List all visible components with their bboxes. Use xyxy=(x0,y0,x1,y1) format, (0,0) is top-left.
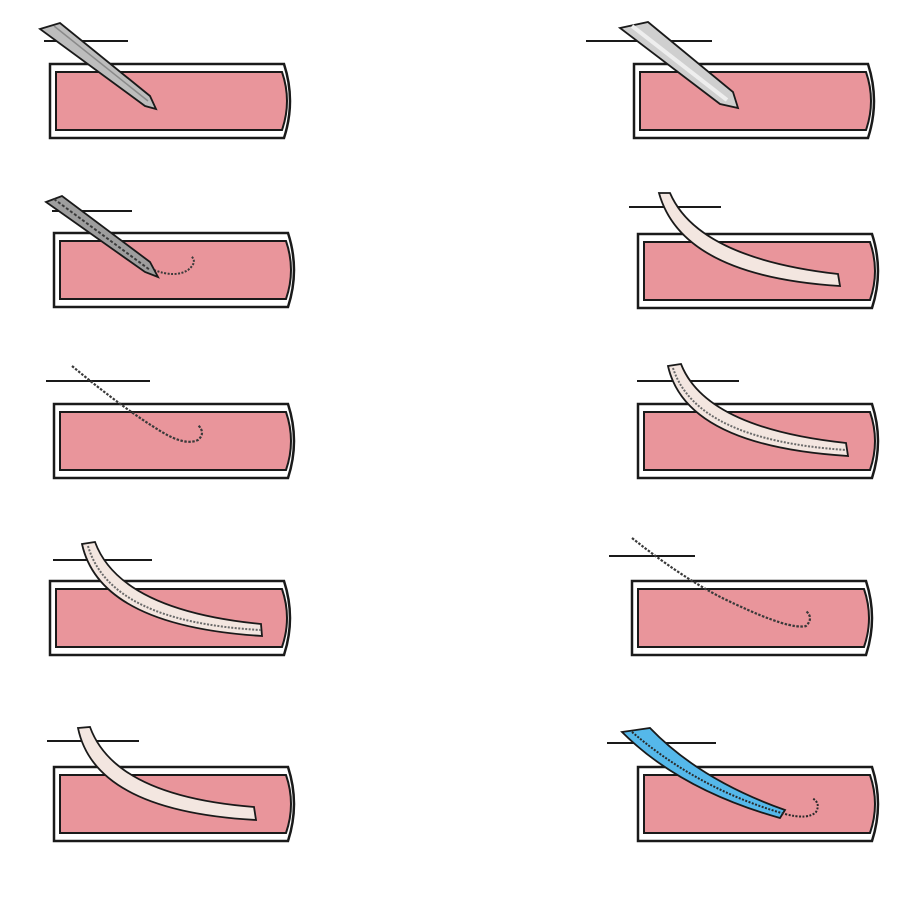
vessel xyxy=(48,62,292,140)
vessel xyxy=(636,232,880,310)
panel-5 xyxy=(46,365,296,480)
guidewire xyxy=(672,367,847,451)
catheter xyxy=(76,726,258,821)
vessel-lumen xyxy=(59,411,292,471)
panel-4 xyxy=(629,192,880,310)
panel-7 xyxy=(48,540,292,657)
needle xyxy=(44,194,160,279)
panel-6 xyxy=(636,363,880,480)
guidewire xyxy=(631,731,819,818)
catheter xyxy=(657,192,842,287)
guidewire xyxy=(631,537,812,628)
panel-1 xyxy=(38,22,292,140)
guidewire xyxy=(71,365,204,443)
guidewire xyxy=(153,255,195,275)
panel-3 xyxy=(44,194,296,309)
panel-8 xyxy=(609,537,874,657)
vessel-lumen xyxy=(59,240,292,300)
vessel-lumen xyxy=(637,588,870,648)
vessel-lumen xyxy=(639,71,872,131)
guidewire xyxy=(87,545,262,631)
panel-9 xyxy=(47,726,296,843)
panel-10 xyxy=(607,727,880,843)
vessel xyxy=(630,579,874,657)
needle xyxy=(38,22,158,111)
vessel xyxy=(52,231,296,309)
needle xyxy=(617,21,740,110)
panel-2 xyxy=(586,21,876,140)
vessel-lumen xyxy=(55,71,288,131)
vessel xyxy=(52,402,296,480)
vessel xyxy=(632,62,876,140)
